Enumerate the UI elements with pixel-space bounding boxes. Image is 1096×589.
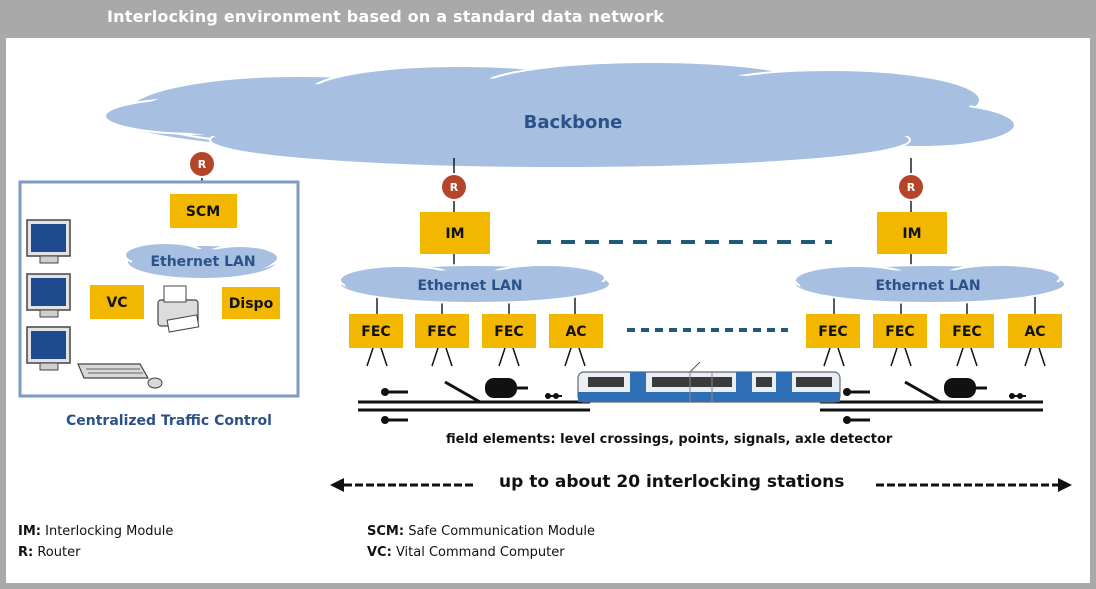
printer-icon [157, 285, 200, 333]
svg-text:R: R [450, 181, 459, 194]
title-bar [0, 0, 1096, 38]
svg-text:FEC: FEC [885, 324, 914, 340]
signal-icon [843, 416, 870, 424]
ctc-lan-cloud [124, 242, 279, 280]
station-right-lan-cloud [794, 264, 1066, 304]
signal-icon [843, 388, 870, 396]
ctc-lan-label: Ethernet LAN [150, 254, 255, 270]
im-box-right: IM [877, 212, 947, 254]
point-machine-icon [485, 378, 528, 398]
keyboard-icon [77, 363, 150, 379]
backbone-cloud [104, 61, 1016, 169]
svg-text:VC: VC [106, 295, 127, 311]
railway-tracks [358, 380, 1043, 412]
legend-item: SCM: Safe Communication Module [367, 524, 595, 539]
train-icon [577, 361, 841, 403]
signal-icon [381, 388, 408, 396]
monitor-icon [26, 273, 71, 318]
svg-text:AC: AC [565, 324, 586, 340]
svg-text:FEC: FEC [952, 324, 981, 340]
legend-item: VC: Vital Command Computer [367, 545, 565, 560]
axle-detector-icon [1009, 393, 1026, 399]
svg-text:FEC: FEC [361, 324, 390, 340]
range-arrow-right [876, 478, 1072, 492]
range-arrow-left [330, 478, 476, 492]
ctc-caption: Centralized Traffic Control [66, 413, 272, 429]
svg-text:FEC: FEC [494, 324, 523, 340]
axle-detector-icon [545, 393, 562, 399]
station-left-lan-label: Ethernet LAN [417, 278, 522, 294]
svg-text:FEC: FEC [818, 324, 847, 340]
station-right-lan-label: Ethernet LAN [875, 278, 980, 294]
legend-item: R: Router [18, 545, 81, 560]
svg-text:R: R [907, 181, 916, 194]
backbone-label: Backbone [524, 112, 623, 133]
page-title: Interlocking environment based on a stan… [107, 7, 665, 26]
vc-box: VC [90, 285, 144, 319]
legend-item: IM: Interlocking Module [18, 524, 174, 539]
router-right: R [897, 173, 925, 201]
stations-caption: up to about 20 interlocking stations [499, 472, 845, 492]
station-left-lan-cloud [339, 264, 611, 304]
svg-text:IM: IM [445, 226, 464, 242]
mouse-icon [147, 377, 163, 389]
svg-text:FEC: FEC [427, 324, 456, 340]
router-left: R [440, 173, 468, 201]
field-elements-caption: field elements: level crossings, points,… [446, 432, 893, 447]
fec-box: FEC [415, 314, 469, 348]
svg-text:IM: IM [902, 226, 921, 242]
fec-box: FEC [806, 314, 860, 348]
monitor-icon [26, 326, 71, 371]
fec-box: FEC [940, 314, 994, 348]
signal-icon [381, 416, 408, 424]
router-ctc: R [188, 150, 216, 178]
svg-text:SCM: SCM [186, 204, 220, 220]
dispo-box: Dispo [222, 287, 280, 319]
fec-box: FEC [873, 314, 927, 348]
fec-box: FEC [349, 314, 403, 348]
svg-text:R: R [198, 158, 207, 171]
scm-box: SCM [170, 194, 237, 228]
ac-box: AC [549, 314, 603, 348]
field-links [366, 347, 1046, 367]
ac-box: AC [1008, 314, 1062, 348]
svg-text:AC: AC [1024, 324, 1045, 340]
svg-text:Dispo: Dispo [229, 296, 274, 312]
im-box-left: IM [420, 212, 490, 254]
monitor-icon [26, 219, 71, 264]
point-machine-icon [944, 378, 987, 398]
fec-box: FEC [482, 314, 536, 348]
